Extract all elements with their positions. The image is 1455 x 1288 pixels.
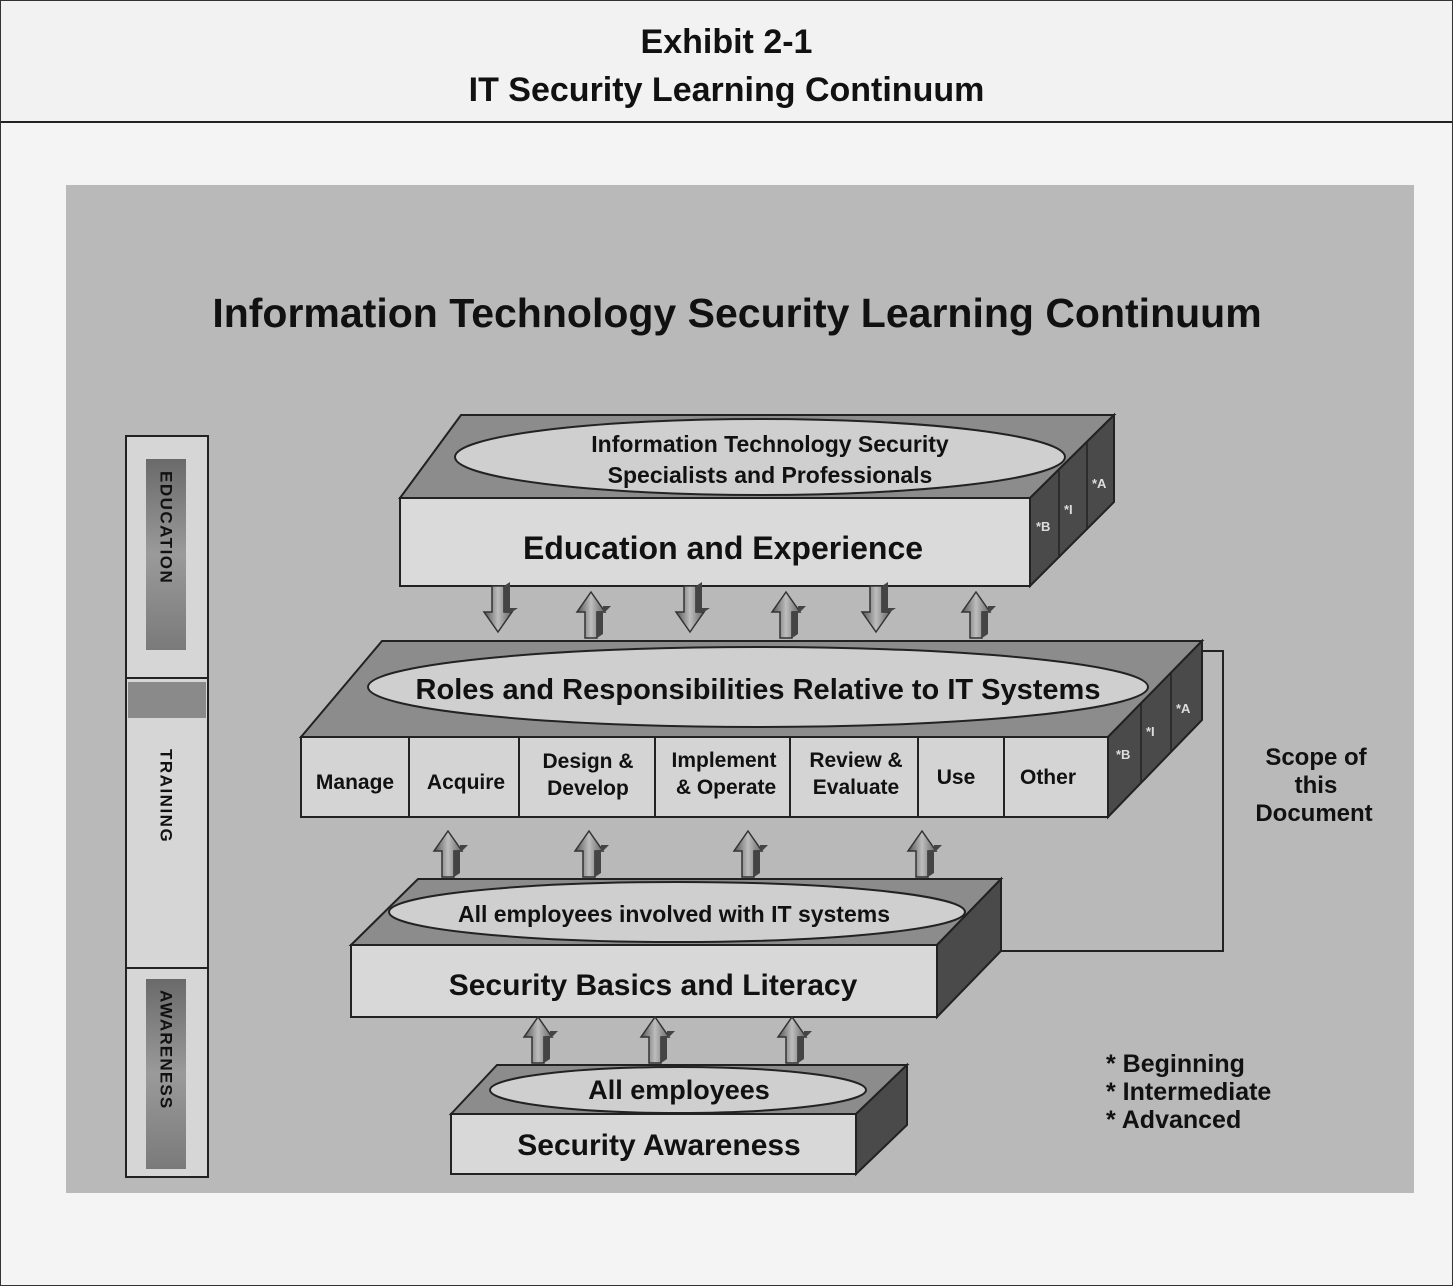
- role-cell-acquire: Acquire: [427, 771, 505, 794]
- roles-tier: Roles and Responsibilities Relative to I…: [298, 638, 1205, 820]
- awareness-ellipse-text: All employees: [588, 1075, 770, 1105]
- awareness-bar: [146, 979, 186, 1169]
- exhibit-title: IT Security Learning Continuum: [468, 71, 985, 109]
- education-ellipse: [454, 418, 1066, 496]
- role-cell-use: Use: [937, 766, 976, 789]
- education-side-a: *A: [1092, 476, 1107, 491]
- scope-line1: Scope of: [1265, 744, 1367, 771]
- education-roles-arrows: [483, 581, 997, 639]
- roles-side-a: *A: [1176, 701, 1191, 716]
- education-side-i: *I: [1064, 502, 1073, 517]
- awareness-tier: All employees Security Awareness: [448, 1062, 910, 1177]
- basics-ellipse-text: All employees involved with IT systems: [458, 901, 890, 927]
- roles-ellipse: [367, 646, 1149, 728]
- legend-beginning: * Beginning: [1106, 1050, 1245, 1078]
- basics-awareness-arrows: [523, 1016, 813, 1064]
- diagram-title: Information Technology Security Learning…: [212, 290, 1261, 336]
- side-bar: EDUCATION TRAINING AWARENESS: [125, 435, 209, 1178]
- training-bar-top: [128, 682, 206, 718]
- role-cell-implement-line2: & Operate: [676, 776, 776, 799]
- legend-advanced: * Advanced: [1106, 1106, 1241, 1134]
- education-bar: [146, 459, 186, 650]
- role-cell-review-line1: Review &: [809, 749, 902, 772]
- exhibit-header: Exhibit 2-1 IT Security Learning Continu…: [1, 1, 1452, 123]
- roles-ellipse-text: Roles and Responsibilities Relative to I…: [416, 674, 1101, 706]
- role-cells: Manage Acquire Design & Develop Implemen…: [300, 736, 1109, 818]
- role-cell-review-line2: Evaluate: [813, 776, 899, 799]
- side-label-training: TRAINING: [157, 749, 176, 843]
- basics-label: Security Basics and Literacy: [449, 969, 858, 1002]
- role-cell-design-line2: Develop: [547, 777, 629, 800]
- legend-intermediate: * Intermediate: [1106, 1078, 1271, 1106]
- basics-tier: All employees involved with IT systems S…: [348, 876, 1004, 1020]
- awareness-label: Security Awareness: [517, 1129, 801, 1162]
- roles-side-i: *I: [1146, 724, 1155, 739]
- legend: * Beginning * Intermediate * Advanced: [1106, 1050, 1271, 1134]
- education-label: Education and Experience: [523, 530, 923, 566]
- scope-bracket: [1001, 650, 1224, 952]
- side-label-education: EDUCATION: [157, 471, 176, 584]
- basics-ellipse: [388, 881, 966, 943]
- role-cell-manage: Manage: [316, 771, 394, 794]
- exhibit-number: Exhibit 2-1: [640, 23, 813, 61]
- scope-label: Scope of this Document: [1255, 744, 1372, 827]
- awareness-ellipse: [489, 1066, 867, 1114]
- scope-line2: this: [1295, 772, 1338, 799]
- scope-line3: Document: [1255, 800, 1372, 827]
- roles-basics-arrows: [433, 830, 943, 878]
- role-cell-other: Other: [1020, 766, 1076, 789]
- education-ellipse-line2: Specialists and Professionals: [608, 462, 933, 488]
- role-cell-implement-line1: Implement: [671, 749, 776, 772]
- education-tier: Information Technology Security Speciali…: [398, 412, 1117, 589]
- continuum-diagram: Information Technology Security Learning…: [125, 290, 1373, 1178]
- diagram-panel: Information Technology Security Learning…: [66, 185, 1414, 1193]
- education-ellipse-line1: Information Technology Security: [591, 431, 949, 457]
- education-side-b: *B: [1036, 519, 1050, 534]
- side-label-awareness: AWARENESS: [157, 990, 176, 1109]
- roles-side-b: *B: [1116, 747, 1130, 762]
- role-cell-design-line1: Design &: [542, 750, 633, 773]
